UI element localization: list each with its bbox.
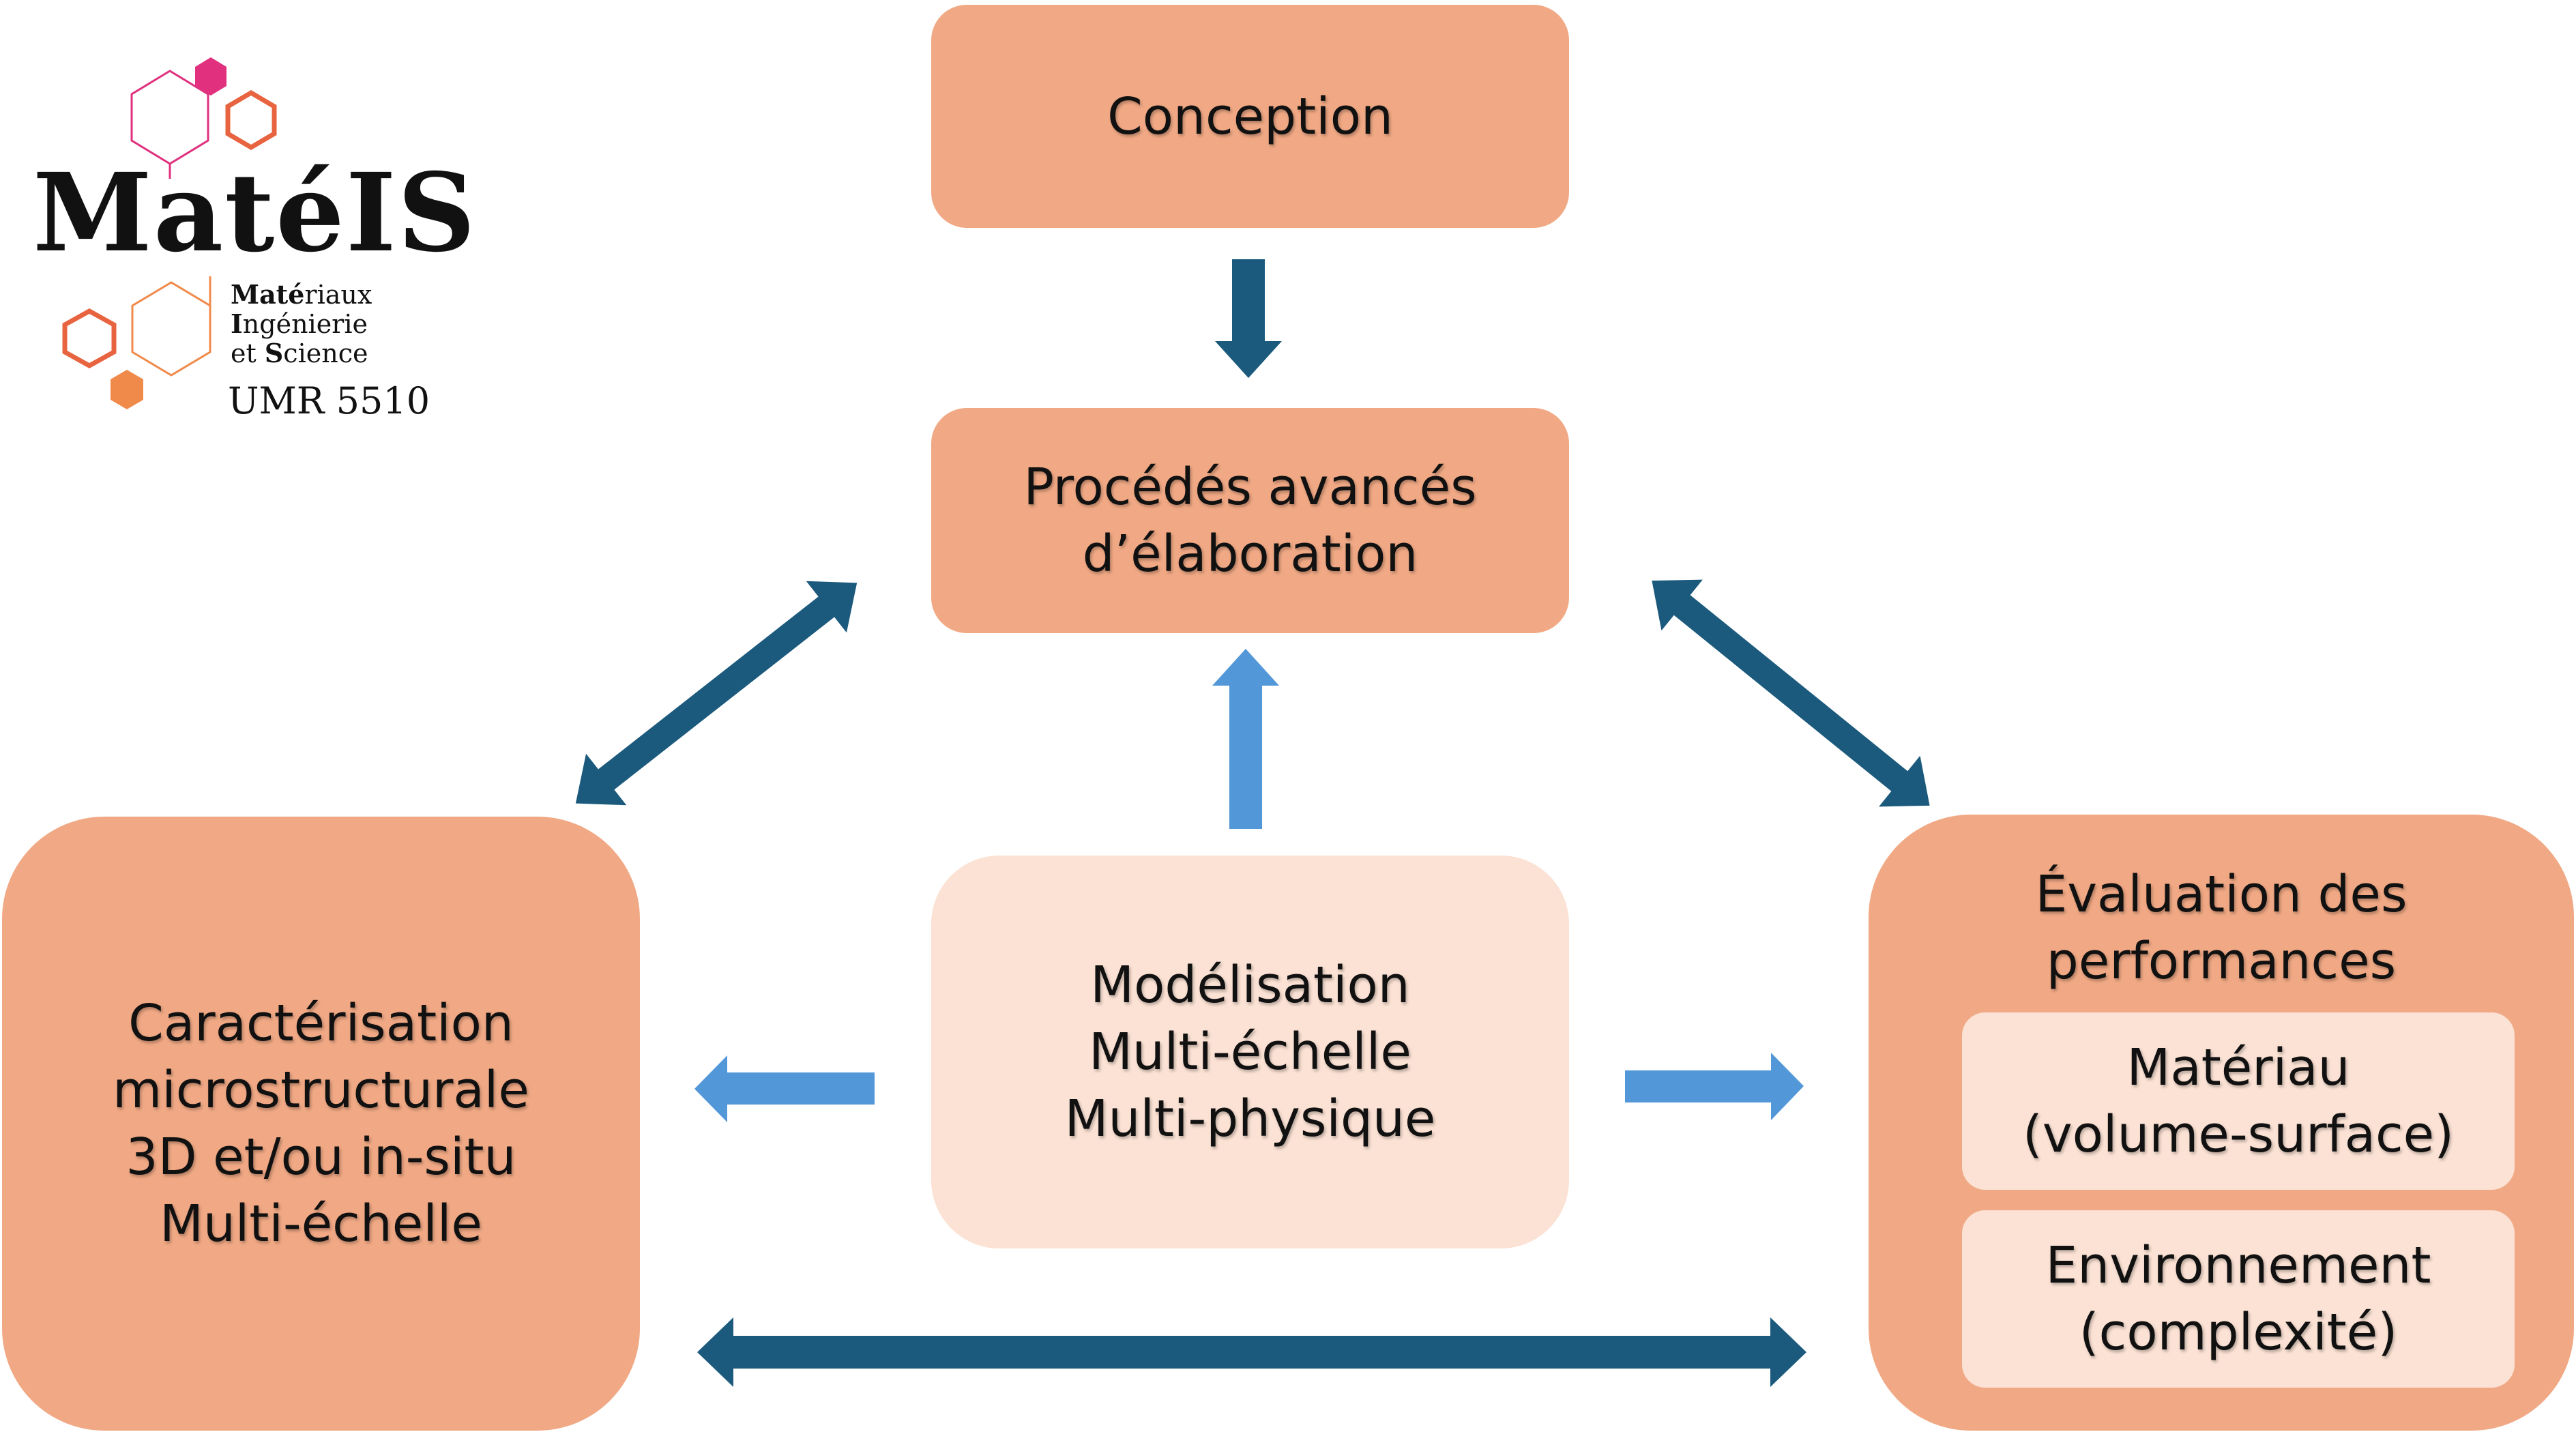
hexagon-light-orange-outline-icon xyxy=(131,281,211,377)
hexagon-pink-outline-icon xyxy=(130,70,209,165)
logo-subtitle-science: et Science xyxy=(231,338,368,368)
hexagon-logo-icon xyxy=(62,57,277,409)
hexagon-orange-filled-icon xyxy=(111,370,143,409)
box-label: Multi-échelle xyxy=(160,1195,482,1253)
logo-name: MatéIS xyxy=(33,150,477,276)
subbox-label: Matériau xyxy=(2126,1038,2350,1097)
box-label: Procédés avancés xyxy=(1023,458,1477,516)
hexagon-orange-outline-small-icon xyxy=(62,308,117,369)
box-label: Conception xyxy=(1107,87,1393,146)
subbox-materiau: Matériau (volume-surface) xyxy=(1962,1012,2515,1190)
arrow-modelisation-to-procedes xyxy=(1212,649,1279,829)
subbox-environnement: Environnement (complexité) xyxy=(1962,1210,2515,1388)
box-label: Évaluation des xyxy=(2035,865,2407,924)
subbox-label: (volume-surface) xyxy=(2022,1105,2455,1164)
box-modelisation: Modélisation Multi-échelle Multi-physiqu… xyxy=(931,856,1569,1248)
arrow-conception-to-procedes xyxy=(1215,259,1282,378)
subbox-label: Environnement xyxy=(2045,1236,2431,1295)
box-label: Caractérisation xyxy=(128,994,514,1053)
subbox-label: (complexité) xyxy=(2079,1303,2398,1362)
logo-unit: UMR 5510 xyxy=(228,379,430,422)
logo-subtitle-materiaux: Matériaux xyxy=(231,279,372,310)
arrow-modelisation-to-caracterisation xyxy=(694,1055,875,1122)
arrow-caracterisation-evaluation xyxy=(697,1317,1806,1387)
arrow-procedes-evaluation xyxy=(1652,579,1930,807)
box-procedes-elaboration: Procédés avancés d’élaboration xyxy=(931,408,1569,633)
arrow-procedes-caracterisation xyxy=(575,581,858,806)
hexagon-orange-outline-icon xyxy=(225,89,277,151)
hexagon-pink-filled-icon xyxy=(195,57,226,96)
mateis-logo: MatéIS Matériaux Ingénierie et Science U… xyxy=(0,0,478,437)
box-label: Multi-échelle xyxy=(1089,1023,1411,1081)
box-label: performances xyxy=(2046,932,2397,991)
box-label: Multi-physique xyxy=(1064,1090,1436,1148)
box-label: d’élaboration xyxy=(1082,525,1418,583)
box-label: Modélisation xyxy=(1090,956,1410,1014)
box-label: 3D et/ou in-situ xyxy=(126,1128,516,1186)
box-caracterisation: Caractérisation microstructurale 3D et/o… xyxy=(2,817,640,1431)
logo-subtitle-ingenierie: Ingénierie xyxy=(231,308,368,339)
box-label: microstructurale xyxy=(113,1061,529,1120)
box-conception: Conception xyxy=(931,5,1569,228)
arrow-modelisation-to-evaluation xyxy=(1625,1053,1804,1120)
